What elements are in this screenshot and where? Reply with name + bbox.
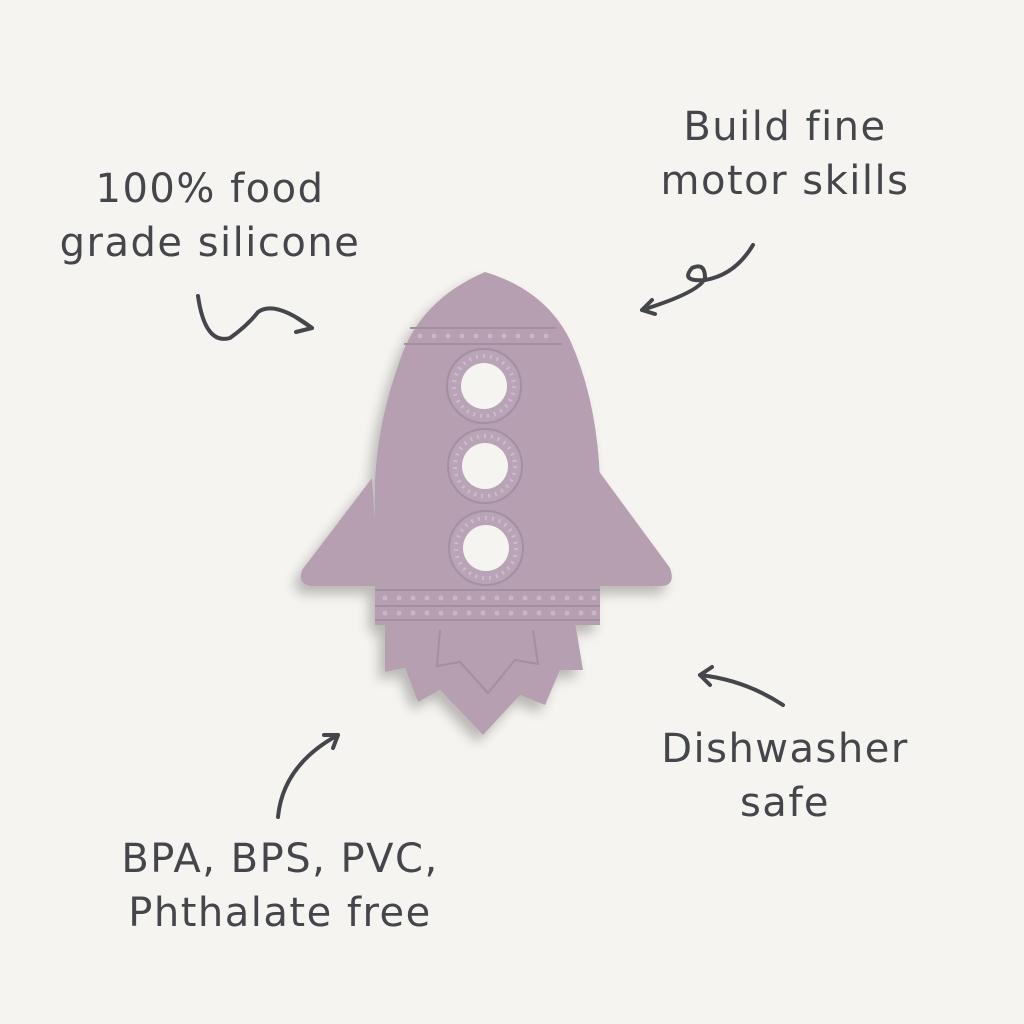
callout-bpa-free: BPA, BPS, PVC, Phthalate free: [90, 832, 470, 940]
callout-line: grade silicone: [59, 220, 361, 266]
callout-line: BPA, BPS, PVC,: [121, 836, 439, 882]
curly-arrow-right-down-icon: [196, 294, 314, 341]
left-fin: [300, 478, 380, 586]
rocket-flames: [385, 622, 583, 735]
curved-arrow-up-left-icon: [698, 673, 785, 707]
callout-dishwasher-safe: Dishwasher safe: [640, 722, 930, 830]
porthole-3: [448, 510, 524, 586]
curved-arrow-up-right-icon: [276, 733, 340, 819]
callout-line: Phthalate free: [128, 890, 432, 936]
callout-line: 100% food: [95, 166, 325, 212]
rocket: [300, 272, 672, 735]
callout-line: motor skills: [660, 158, 910, 204]
callout-food-grade-silicone: 100% food grade silicone: [50, 162, 370, 270]
porthole-1: [446, 348, 522, 424]
loop-arrow-left-icon: [640, 243, 755, 312]
callout-fine-motor-skills: Build fine motor skills: [640, 100, 930, 208]
inner-flame: [435, 629, 540, 695]
porthole-2: [447, 428, 523, 504]
callout-line: Dishwasher: [661, 726, 909, 772]
right-fin: [598, 470, 672, 586]
callout-line: safe: [739, 780, 831, 826]
callout-line: Build fine: [683, 104, 887, 150]
